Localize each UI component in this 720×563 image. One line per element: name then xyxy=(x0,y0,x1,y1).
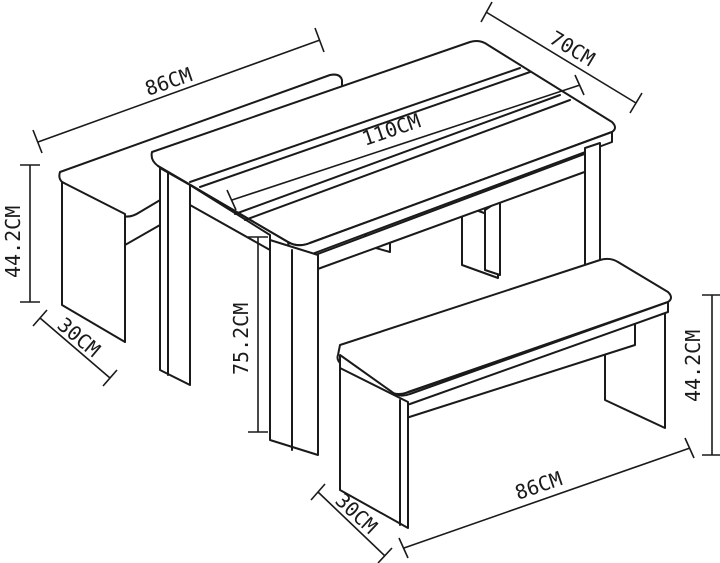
front-bench-leg-left xyxy=(339,367,409,529)
dimension-lines xyxy=(20,1,720,563)
label-front-bench-height: 44.2CM xyxy=(681,330,705,402)
label-back-bench-height: 44.2CM xyxy=(1,206,25,278)
table-leg-left xyxy=(159,167,191,386)
front-bench xyxy=(336,257,672,529)
label-front-bench-length: 86CM xyxy=(512,466,565,504)
table xyxy=(150,40,616,456)
table-leg-right xyxy=(584,142,601,269)
table-leg-front xyxy=(269,239,319,456)
label-table-height: 75.2CM xyxy=(229,303,253,375)
